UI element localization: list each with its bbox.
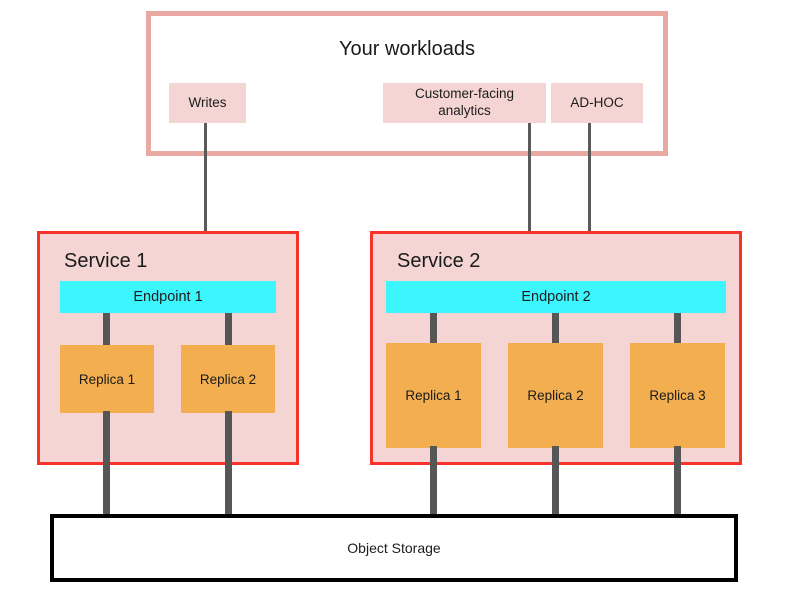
pipe-service2-replica3-storage — [674, 446, 681, 516]
pipe-service2-replica1-storage — [430, 446, 437, 516]
service1-replica-2[interactable]: Replica 2 — [181, 345, 275, 413]
replica-label: Replica 2 — [527, 388, 584, 403]
arrow-writes-to-endpoint1-line — [204, 123, 207, 257]
workload-box-writes[interactable]: Writes — [169, 83, 246, 123]
pipe-endpoint2-replica1 — [430, 311, 437, 345]
service1-replica-1[interactable]: Replica 1 — [60, 345, 154, 413]
service-title: Service 1 — [64, 250, 148, 272]
pipe-endpoint2-replica2 — [552, 311, 559, 345]
pipe-endpoint1-replica1 — [103, 311, 110, 347]
replica-label: Replica 3 — [649, 388, 706, 403]
workload-box-customer-facing-analytics[interactable]: Customer-facing analytics — [383, 83, 546, 123]
service2-replica-2[interactable]: Replica 2 — [508, 343, 603, 448]
service2-replica-1[interactable]: Replica 1 — [386, 343, 481, 448]
service2-replica-3[interactable]: Replica 3 — [630, 343, 725, 448]
replica-label: Replica 1 — [78, 371, 136, 387]
endpoint-label: Endpoint 2 — [521, 289, 591, 305]
workload-label: Writes — [188, 94, 227, 110]
endpoint-label: Endpoint 1 — [133, 289, 203, 305]
pipe-endpoint2-replica3 — [674, 311, 681, 345]
endpoint-2[interactable]: Endpoint 2 — [386, 281, 726, 313]
workload-label: AD-HOC — [570, 94, 624, 110]
pipe-endpoint1-replica2 — [225, 311, 232, 347]
workload-label: Customer-facing analytics — [414, 86, 515, 118]
pipe-service1-replica2-storage — [225, 411, 232, 516]
service-title: Service 2 — [397, 250, 481, 272]
endpoint-1[interactable]: Endpoint 1 — [60, 281, 276, 313]
arrow-analytics-to-endpoint2-line — [528, 123, 531, 257]
replica-label: Replica 2 — [199, 371, 257, 387]
pipe-service1-replica1-storage — [103, 411, 110, 516]
workloads-title: Your workloads — [338, 38, 475, 60]
pipe-service2-replica2-storage — [552, 446, 559, 516]
object-storage-box[interactable]: Object Storage — [50, 514, 738, 582]
arrow-adhoc-to-endpoint2-line — [588, 123, 591, 257]
object-storage-label: Object Storage — [347, 540, 441, 556]
workload-box-ad-hoc[interactable]: AD-HOC — [551, 83, 643, 123]
replica-label: Replica 1 — [405, 388, 462, 403]
